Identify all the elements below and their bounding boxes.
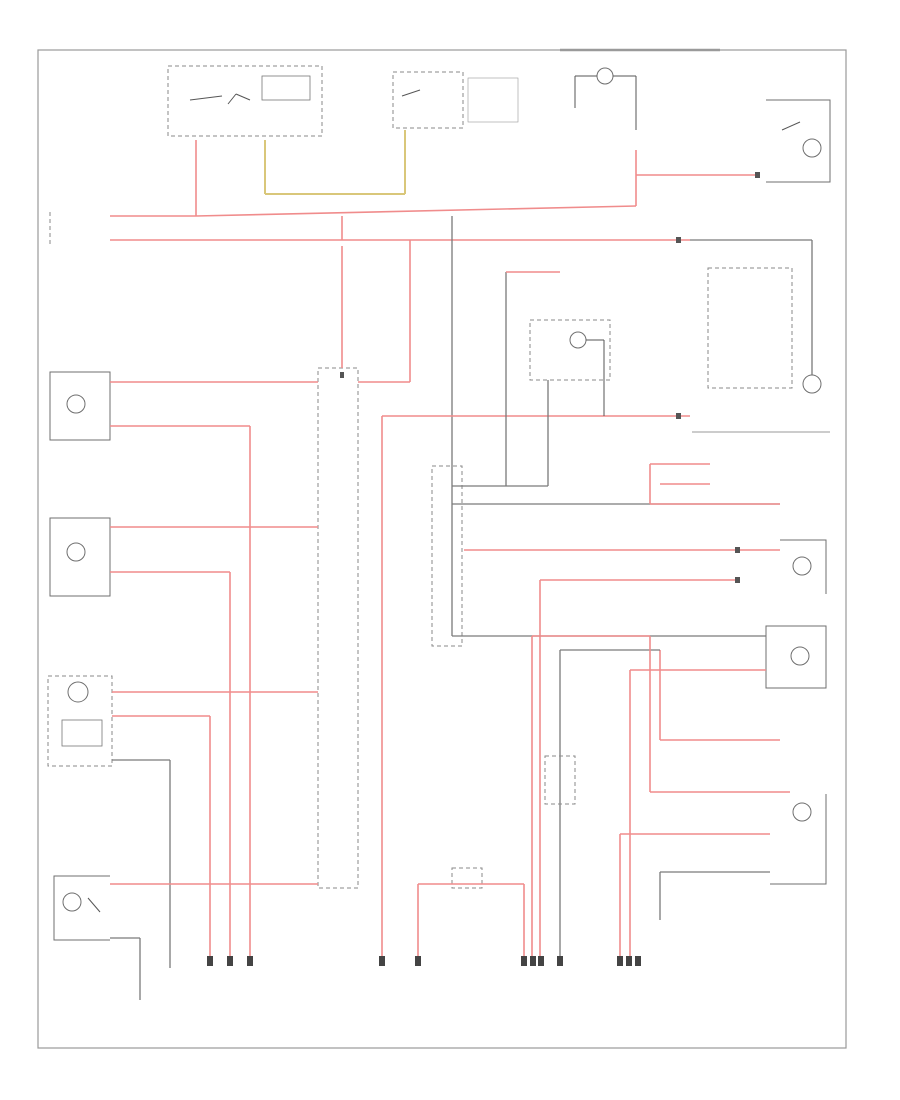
instrument-cluster-block — [317, 367, 359, 889]
combination-switch — [167, 65, 323, 137]
module-right — [692, 267, 830, 433]
lamp-left-1 — [49, 371, 111, 441]
wire-connector-marks — [340, 172, 760, 583]
lamp-right-upper — [766, 99, 831, 183]
fuse-bottom-center — [544, 755, 576, 805]
bulb-top-right — [574, 67, 637, 130]
lamp-right-3 — [770, 794, 827, 885]
lamp-right-1 — [780, 539, 827, 594]
ignition-switch — [392, 71, 519, 129]
wire-red-ign — [195, 205, 637, 217]
controller-left — [47, 675, 113, 767]
lamp-center-bulb — [529, 319, 611, 416]
lamp-left-bottom — [53, 875, 110, 941]
lamp-left-2 — [49, 517, 111, 597]
diode-bottom — [451, 867, 483, 889]
cluster-junction — [431, 465, 463, 647]
bottom-connectors — [207, 956, 641, 966]
diagram-frame — [37, 49, 847, 1049]
lamp-right-2 — [765, 625, 827, 689]
